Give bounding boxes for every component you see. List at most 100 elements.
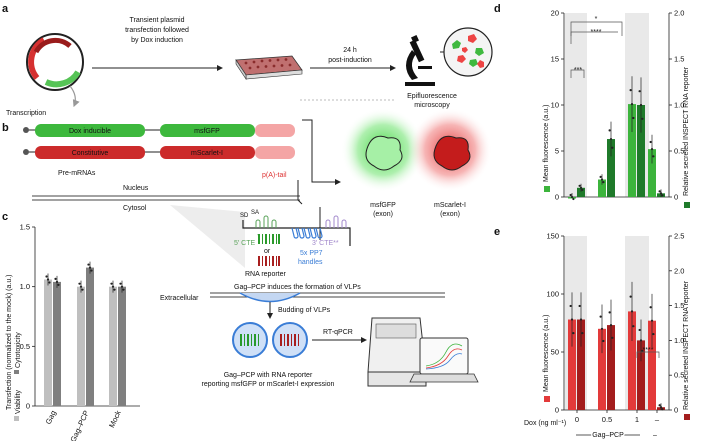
- panel-a-letter: a: [2, 3, 9, 15]
- panel-d-green-swatch: [544, 186, 550, 192]
- panel-c-bar: [53, 281, 61, 406]
- panel-c: c Transfection (normalized to the mock) …: [2, 211, 140, 441]
- pre-mrnas-label: Pre-mRNAs: [58, 170, 96, 177]
- cte5-icon: [255, 215, 277, 237]
- rna-reporter-label: RNA reporter: [245, 271, 287, 278]
- panel-d-ylabel-right: Relative secreted INSPECT RNA reporter: [683, 66, 690, 196]
- msfgfp-box: [160, 124, 255, 137]
- data-point: [661, 194, 664, 197]
- panel-d-letter: d: [494, 3, 501, 15]
- panel-e-ylabel-left: Mean fluorescence (a.u.): [543, 315, 550, 392]
- ytick-label-right: 2.0: [674, 9, 684, 18]
- transfection-line2: transfection followed: [125, 27, 189, 34]
- data-point: [639, 103, 643, 107]
- data-point: [570, 195, 574, 199]
- data-point: [632, 325, 635, 328]
- data-point: [578, 184, 581, 187]
- transfection-line3: by Dox induction: [131, 37, 183, 44]
- red-cell-icon: [433, 135, 471, 171]
- data-point: [578, 304, 581, 308]
- caption-line1: Gag–PCP with RNA reporter: [224, 372, 313, 379]
- ytick-label-left: 10: [551, 101, 559, 110]
- green-tail-box: [255, 124, 295, 137]
- vlp-green-icon: [232, 322, 268, 358]
- panel-c-point: [57, 283, 60, 286]
- panel-c-point: [120, 285, 124, 288]
- panel-c-ytick-label: 1.5: [20, 223, 30, 232]
- data-point: [611, 146, 614, 149]
- data-point: [661, 408, 664, 411]
- panel-c-point: [45, 275, 48, 278]
- cytosol-label: Cytosol: [123, 205, 147, 212]
- panel-e-sig-bracket: [636, 351, 660, 358]
- green-cell-label1: msfGFP: [370, 202, 396, 209]
- panel-c-point: [119, 282, 122, 285]
- ytick-label-left: 0: [555, 193, 559, 202]
- panel-c-point: [88, 266, 92, 269]
- data-point: [641, 117, 644, 120]
- data-point: [581, 331, 584, 335]
- red-barcode-icon: [258, 256, 280, 266]
- xtick-label: 0.5: [602, 415, 612, 424]
- bar-secreted-reporter: [577, 319, 585, 410]
- post-line2: post-induction: [328, 57, 372, 64]
- panel-c-ytick-label: 0: [26, 402, 30, 411]
- constitutive-box: [35, 146, 145, 159]
- data-point: [659, 406, 663, 409]
- ytick-label-left: 50: [551, 348, 559, 357]
- pp7-label2: handles: [298, 259, 323, 266]
- data-point: [652, 332, 655, 336]
- data-point: [658, 190, 661, 193]
- export-arrow: [302, 119, 341, 185]
- panel-e-letter: e: [494, 226, 500, 238]
- data-point: [602, 339, 605, 343]
- green-cell-label2: (exon): [373, 211, 393, 218]
- well-plate-icon: [235, 55, 303, 80]
- constitutive-label: Constitutive: [72, 150, 109, 157]
- post-line1: 24 h: [343, 47, 357, 54]
- red-cell-label1: mScarlet-I: [434, 202, 466, 209]
- panel-d-bars: [568, 76, 665, 201]
- panel-c-point: [90, 269, 93, 272]
- dox-inducible-box: [35, 124, 145, 137]
- panel-a: a Transcription Transient plasmid transf…: [2, 3, 493, 117]
- bar-secreted-reporter: [637, 340, 645, 410]
- data-point: [600, 178, 604, 181]
- microscopy-line2: microscopy: [414, 102, 450, 109]
- ytick-label-left: 20: [551, 9, 559, 18]
- panel-d-ylabel-left: Mean fluorescence (a.u.): [543, 105, 550, 182]
- panel-c-point: [122, 288, 125, 291]
- legend-cytotox-swatch: [14, 370, 19, 375]
- cte5-label: 5′ CTE: [234, 240, 255, 247]
- legend-viability-swatch: [14, 416, 19, 421]
- microscopy-line1: Epifluorescence: [407, 93, 457, 100]
- xtick-label: –: [655, 415, 660, 424]
- ytick-label-right: 1.5: [674, 301, 684, 310]
- plasmid-icon: [26, 33, 84, 91]
- panel-c-point: [54, 277, 57, 280]
- pp7-label1: 5x PP7: [300, 250, 323, 257]
- bar-secreted-reporter: [607, 325, 615, 410]
- transcription-label: Transcription: [6, 110, 46, 117]
- vlp-red-icon: [272, 322, 308, 358]
- msfgfp-label: msfGFP: [194, 128, 220, 135]
- ytick-label-right: 1.0: [674, 336, 684, 345]
- data-point: [641, 349, 644, 352]
- data-point: [629, 89, 632, 92]
- data-point: [639, 339, 643, 342]
- ytick-label-right: 0.5: [674, 371, 684, 380]
- data-point: [649, 140, 652, 144]
- data-point: [599, 175, 602, 178]
- polya-label: p(A)-tail: [262, 172, 287, 179]
- data-point: [658, 404, 661, 407]
- panel-e: e Mean fluorescence (a.u.) Relative secr…: [494, 226, 690, 441]
- panel-shade-band: [565, 13, 587, 197]
- legend-cytotox-label: Cytotoxicity: [15, 332, 22, 368]
- panel-c-point: [55, 280, 59, 283]
- reporter-schematic: SD SA 5′ CTE 3′ CTE** or RNA reporter 5x…: [160, 205, 479, 388]
- bar-secreted-reporter: [577, 187, 585, 197]
- data-point: [609, 137, 613, 141]
- data-point: [599, 315, 602, 318]
- nucleus-label: Nucleus: [123, 185, 149, 192]
- pp7-handles-icon: [291, 227, 323, 239]
